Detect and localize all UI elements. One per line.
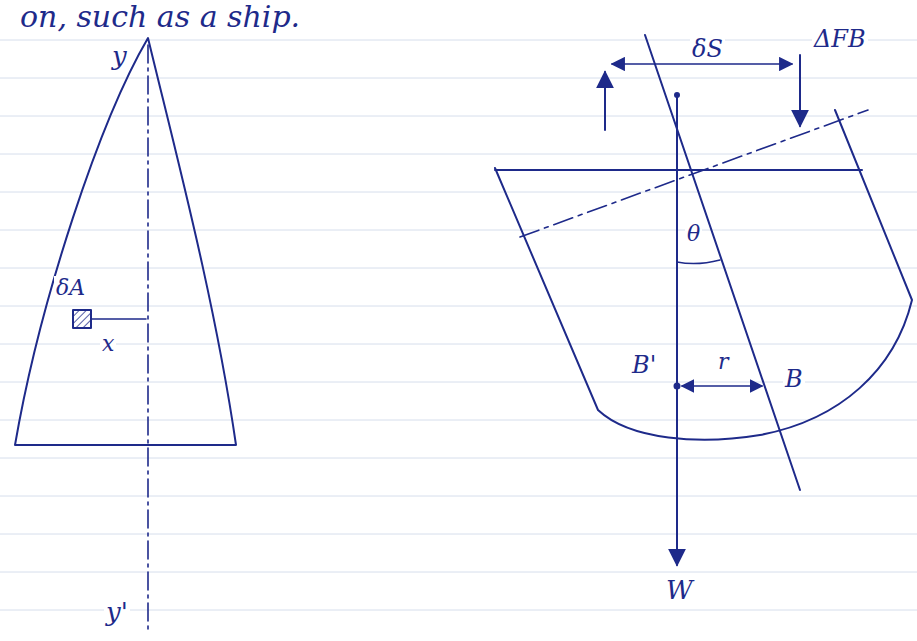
axis-label: y' <box>104 598 130 627</box>
angle-label: θ <box>685 222 702 246</box>
point-label: B' <box>630 352 658 378</box>
lever-line <box>91 318 146 320</box>
point-label: B <box>783 366 805 392</box>
force-arrow <box>799 55 801 126</box>
area-element <box>73 310 91 328</box>
force-label: ΔFB <box>812 26 868 52</box>
dot <box>675 93 679 97</box>
dot <box>675 384 680 389</box>
heeled-waterline <box>520 110 868 237</box>
dimension-label: r <box>716 350 731 374</box>
hull-outline <box>495 110 912 440</box>
force-label: W <box>664 576 695 605</box>
weight-arrow <box>676 95 678 565</box>
angle-arc <box>677 260 720 264</box>
waterline <box>495 169 862 171</box>
distance-label: x <box>100 332 116 356</box>
buoyancy-arrow <box>604 72 606 130</box>
area-label: δA <box>54 276 87 300</box>
axis-label: y <box>110 42 129 71</box>
waterplane-outline <box>15 38 236 445</box>
centreline <box>645 35 800 490</box>
handwritten-note: on, such as a ship. <box>18 0 302 33</box>
shift-dimension <box>682 385 762 387</box>
shift-arrow <box>612 63 792 65</box>
axis-line <box>147 45 149 630</box>
ruled-lines <box>0 40 917 610</box>
shift-label: δS <box>690 36 725 62</box>
